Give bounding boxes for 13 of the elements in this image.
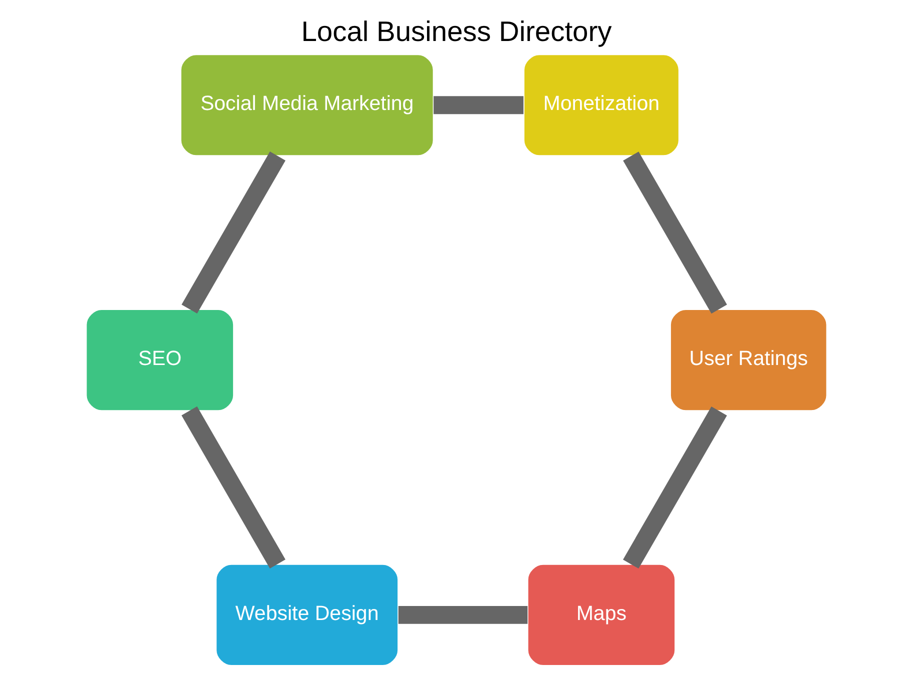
node-box: Monetization — [522, 54, 680, 156]
connector — [398, 606, 528, 624]
connector — [181, 152, 285, 314]
connector — [181, 406, 285, 568]
connector — [433, 96, 523, 114]
diagram-title: Local Business Directory — [300, 15, 612, 48]
node-box: SEO — [85, 308, 234, 412]
connector — [622, 152, 726, 314]
node-box: Maps — [526, 564, 676, 666]
node-box: Website Design — [214, 564, 398, 666]
connector — [622, 406, 726, 569]
node-box: Social Media Marketing — [180, 54, 434, 156]
node-box: User Ratings — [669, 308, 827, 412]
